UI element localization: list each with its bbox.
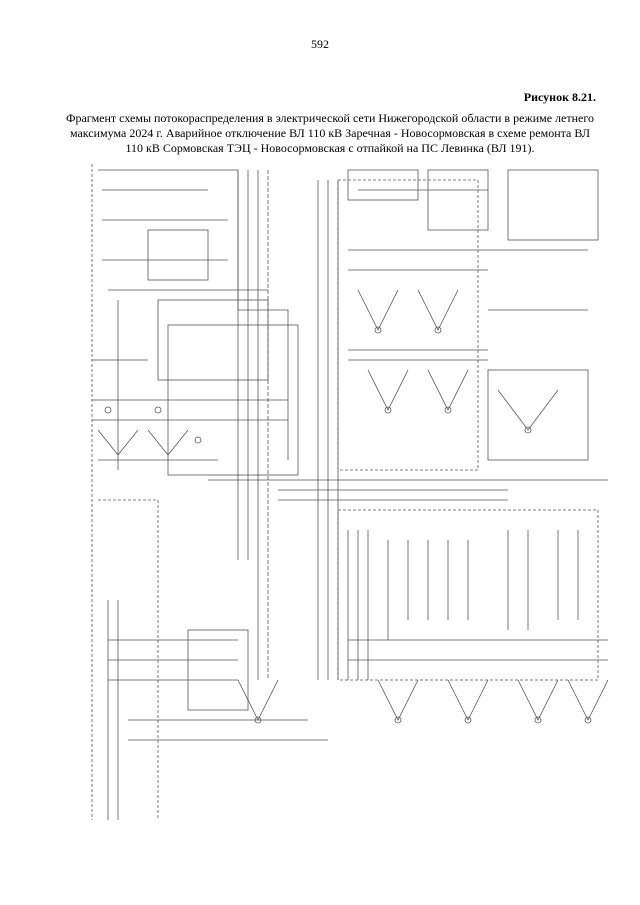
lower-right-network <box>337 509 608 724</box>
page-number: 592 <box>311 37 329 51</box>
power-flow-diagram <box>88 160 608 840</box>
upper-left-network <box>91 164 299 820</box>
lower-left-network <box>98 499 328 820</box>
figure-caption: Фрагмент схемы потокораспределения в эле… <box>66 111 594 155</box>
upper-right-network <box>337 169 599 471</box>
schematic-drawing <box>91 164 608 820</box>
figure-label: Рисунок 8.21. <box>523 90 596 104</box>
